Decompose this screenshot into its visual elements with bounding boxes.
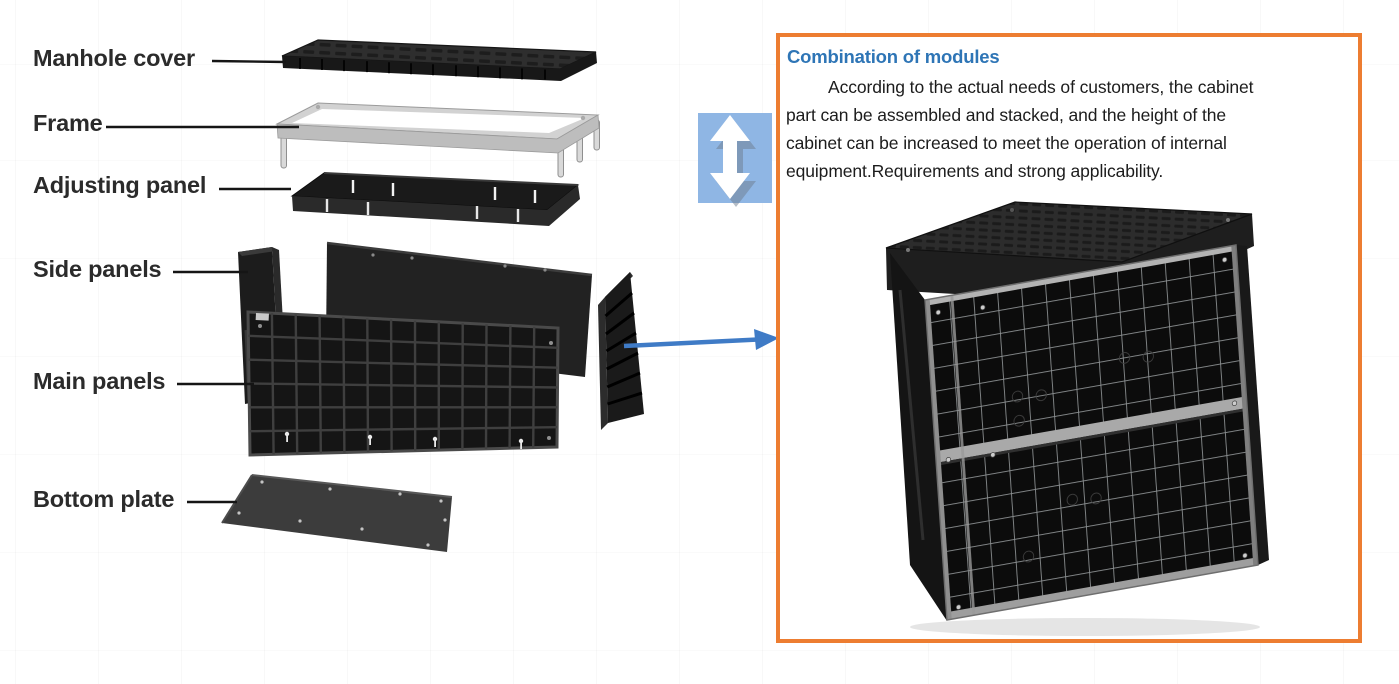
vertical-resize-icon bbox=[698, 113, 772, 207]
label-main-panels: Main panels bbox=[33, 368, 166, 394]
back-panel-part bbox=[326, 241, 593, 377]
body-line: According to the actual needs of custome… bbox=[828, 77, 1254, 97]
pointer-arrow-icon bbox=[623, 329, 779, 350]
label-bottom-plate: Bottom plate bbox=[33, 486, 175, 512]
info-panel: Combination of modules According to the … bbox=[776, 33, 1362, 643]
panel-key-marks bbox=[284, 431, 524, 449]
body-line: equipment.Requirements and strong applic… bbox=[786, 161, 1164, 181]
body-line: cabinet can be increased to meet the ope… bbox=[786, 133, 1227, 153]
frame-part bbox=[275, 102, 600, 178]
bottom-plate-part bbox=[221, 474, 453, 552]
info-panel-body: According to the actual needs of custome… bbox=[786, 73, 1350, 185]
label-side-panels: Side panels bbox=[33, 256, 162, 282]
label-frame: Frame bbox=[33, 110, 103, 136]
label-manhole-cover: Manhole cover bbox=[33, 45, 195, 71]
side-panel-right-part bbox=[598, 272, 644, 430]
body-line: part can be assembled and stacked, and t… bbox=[786, 105, 1226, 125]
info-panel-title: Combination of modules bbox=[787, 46, 1000, 67]
main-panel-part bbox=[246, 310, 560, 457]
label-adjusting-panel: Adjusting panel bbox=[33, 172, 207, 198]
manhole-cover-part bbox=[281, 39, 597, 81]
side-panel-left-part bbox=[238, 247, 287, 404]
adjusting-panel-part bbox=[290, 172, 580, 226]
